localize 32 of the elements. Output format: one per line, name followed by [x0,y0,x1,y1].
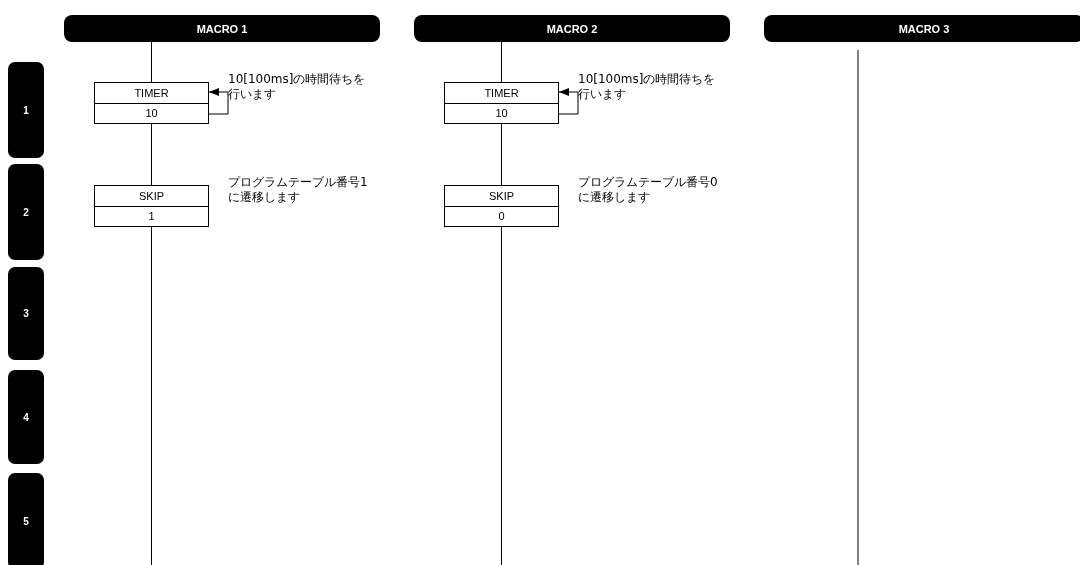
column-header: MACRO 2 [414,15,730,42]
row-header: 2 [8,164,44,260]
command-box [94,82,209,124]
row-header: 1 [8,62,44,158]
connector-line [501,123,502,186]
note-text: 10[100ms]の時間待ちを行います [578,72,717,102]
loop-arrow [208,88,229,115]
command-box [94,185,209,227]
loop-arrow [558,88,579,115]
command-name: TIMER [483,85,520,101]
command-box [444,82,559,124]
command-name: SKIP [487,188,516,204]
command-value: 0 [445,205,558,226]
note-text: 10[100ms]の時間待ちを行います [228,72,367,102]
connector-line [151,226,152,565]
row-header: 5 [8,473,44,565]
connector-line [151,123,152,186]
command-box [444,185,559,227]
note-text: プログラムテーブル番号1に遷移します [228,175,368,205]
command-value: 1 [95,205,208,226]
connector-line [151,41,152,83]
connector-line [501,41,502,83]
row-header: 3 [8,267,44,360]
command-name: SKIP [137,188,166,204]
row-header: 4 [8,370,44,464]
column-header: MACRO 3 [764,15,1080,42]
note-text: プログラムテーブル番号0に遷移します [578,175,718,205]
command-name: TIMER [133,85,170,101]
connector-line [501,226,502,565]
column-header: MACRO 1 [64,15,380,42]
command-value: 10 [445,102,558,123]
command-value: 10 [95,102,208,123]
